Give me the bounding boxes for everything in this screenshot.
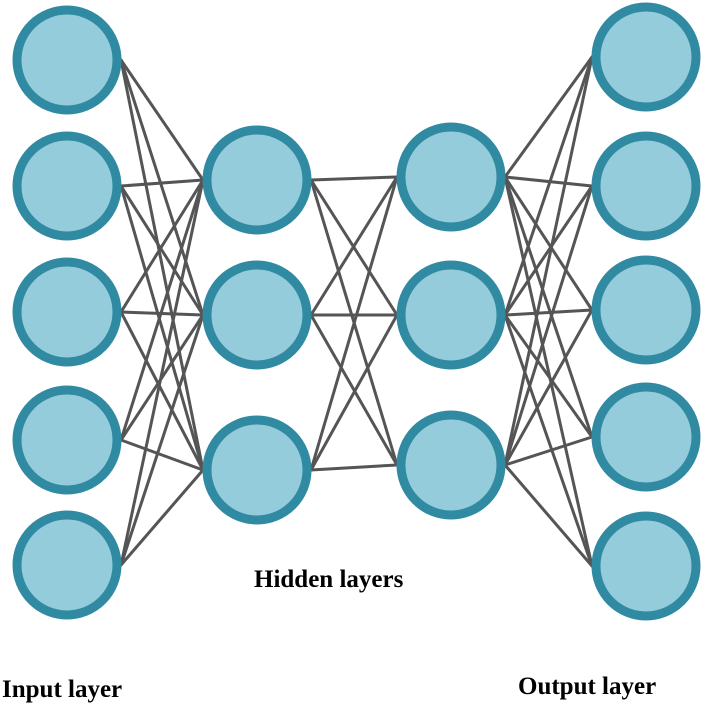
connection-input-5-to-hidden-1-1 (119, 178, 205, 567)
connection-hidden-2-3-to-output-3 (503, 308, 594, 467)
connection-input-4-to-hidden-1-1 (119, 178, 205, 442)
connection-hidden-2-2-to-output-2 (503, 184, 594, 317)
output-layer-label: Output layer (518, 673, 657, 700)
output-neuron-3 (591, 255, 701, 365)
hidden-1-neuron-1 (202, 125, 312, 235)
connection-hidden-2-1-to-output-1 (503, 55, 594, 179)
connection-input-1-to-hidden-1-2 (119, 58, 205, 317)
hidden-1-neuron-2 (202, 260, 312, 370)
hidden-2-neuron-1 (396, 122, 506, 232)
output-neuron-5 (591, 511, 701, 621)
connection-hidden-2-3-to-output-2 (503, 184, 594, 467)
connection-hidden-2-3-to-output-4 (503, 435, 594, 467)
connection-hidden-1-3-to-hidden-2-3 (309, 463, 399, 472)
connection-input-3-to-hidden-1-1 (119, 178, 205, 314)
connection-hidden-2-3-to-output-5 (503, 463, 594, 568)
connection-hidden-2-1-to-output-5 (503, 175, 594, 568)
connection-hidden-2-2-to-output-1 (503, 55, 594, 317)
output-neuron-2 (591, 131, 701, 241)
hidden-layers-label: Hidden layers (254, 566, 404, 593)
output-neuron-1 (591, 2, 701, 112)
connection-input-4-to-hidden-1-3 (119, 438, 205, 472)
input-neuron-5 (12, 510, 122, 620)
output-neuron-4 (591, 382, 701, 492)
hidden-1-neuron-3 (202, 415, 312, 525)
connection-input-5-to-hidden-1-3 (119, 468, 205, 567)
input-neuron-2 (12, 131, 122, 241)
connection-hidden-1-3-to-hidden-2-2 (309, 313, 399, 472)
hidden-2-neuron-3 (396, 410, 506, 520)
connection-input-2-to-hidden-1-2 (119, 184, 205, 317)
connection-input-1-to-hidden-1-3 (119, 58, 205, 472)
connection-hidden-2-2-to-output-5 (503, 313, 594, 568)
connection-input-2-to-hidden-1-1 (119, 178, 205, 188)
input-layer-label: Input layer (2, 676, 123, 703)
connection-hidden-1-2-to-hidden-2-1 (309, 175, 399, 317)
connection-input-5-to-hidden-1-2 (119, 313, 205, 567)
connection-input-2-to-hidden-1-3 (119, 184, 205, 472)
connection-hidden-1-3-to-hidden-2-1 (309, 175, 399, 472)
neurons (12, 2, 701, 621)
connection-hidden-2-3-to-output-1 (503, 55, 594, 467)
connection-hidden-2-2-to-output-3 (503, 308, 594, 317)
input-neuron-1 (12, 5, 122, 115)
hidden-2-neuron-2 (396, 260, 506, 370)
connection-input-1-to-hidden-1-1 (119, 58, 205, 182)
connection-hidden-2-1-to-output-3 (503, 175, 594, 312)
connections (119, 55, 594, 568)
input-neuron-3 (12, 257, 122, 367)
connection-hidden-1-1-to-hidden-2-1 (309, 175, 399, 182)
connection-hidden-2-1-to-output-4 (503, 175, 594, 439)
connection-input-3-to-hidden-1-3 (119, 310, 205, 472)
input-neuron-4 (12, 385, 122, 495)
connection-hidden-2-2-to-output-4 (503, 313, 594, 439)
